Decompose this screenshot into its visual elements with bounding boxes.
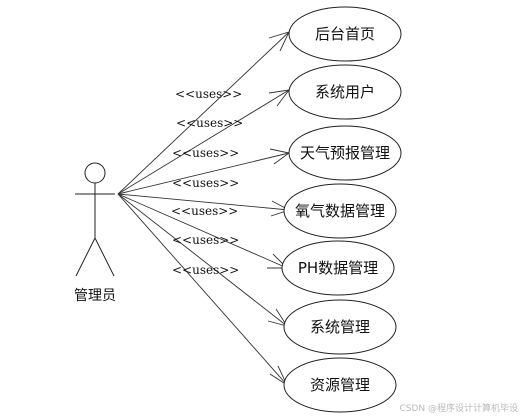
actor: 管理员 xyxy=(74,162,116,304)
uses-link xyxy=(117,193,288,386)
actor-head xyxy=(84,162,106,184)
use-case-label: 系统管理 xyxy=(310,318,370,336)
uses-link xyxy=(117,193,288,269)
use-case-ellipse xyxy=(281,240,395,296)
use-case-backend-home: <<uses>> 后台首页 xyxy=(117,6,402,195)
uses-label: <<uses>> xyxy=(175,87,242,101)
use-case-ellipse xyxy=(288,125,402,181)
use-case-ellipse xyxy=(288,64,402,120)
uses-link xyxy=(117,193,288,327)
use-case-resource-management: <<uses>> 资源管理 xyxy=(117,193,397,413)
watermark: CSDN @程序设计计算机毕设 xyxy=(399,402,518,414)
use-case-ph-data: <<uses>> PH数据管理 xyxy=(117,193,395,296)
uses-link xyxy=(117,31,290,195)
use-case-oxygen-data: <<uses>> 氧气数据管理 xyxy=(117,176,397,239)
use-case-weather-forecast: <<uses>> 天气预报管理 xyxy=(117,125,402,195)
uses-link xyxy=(117,193,290,211)
uses-label: <<uses>> xyxy=(172,176,239,190)
uses-link xyxy=(117,152,290,195)
use-case-ellipse xyxy=(283,299,397,355)
open-arrowhead xyxy=(268,89,291,107)
use-case-ellipse xyxy=(288,6,402,62)
use-case-ellipse xyxy=(283,183,397,239)
uses-label: <<uses>> xyxy=(172,233,239,247)
use-case-label: 后台首页 xyxy=(315,25,375,43)
use-case-label: PH数据管理 xyxy=(298,259,378,277)
use-case-system-users: <<uses>> 系统用户 xyxy=(117,64,402,195)
use-case-label: 资源管理 xyxy=(310,376,370,394)
uses-label: <<uses>> xyxy=(171,204,238,218)
uses-link xyxy=(117,89,290,195)
use-case-label: 氧气数据管理 xyxy=(295,202,385,220)
use-case-label: 天气预报管理 xyxy=(300,144,390,162)
use-case-ellipse xyxy=(283,357,397,413)
uses-label: <<uses>> xyxy=(172,146,239,160)
uses-label: <<uses>> xyxy=(176,116,243,130)
actor-label: 管理员 xyxy=(74,288,116,304)
uses-label: <<uses>> xyxy=(172,263,239,277)
actor-right-leg xyxy=(94,237,115,277)
use-case-label: 系统用户 xyxy=(315,83,375,101)
use-case-system-management: <<uses>> 系统管理 xyxy=(117,193,397,355)
actor-left-leg xyxy=(75,237,96,277)
